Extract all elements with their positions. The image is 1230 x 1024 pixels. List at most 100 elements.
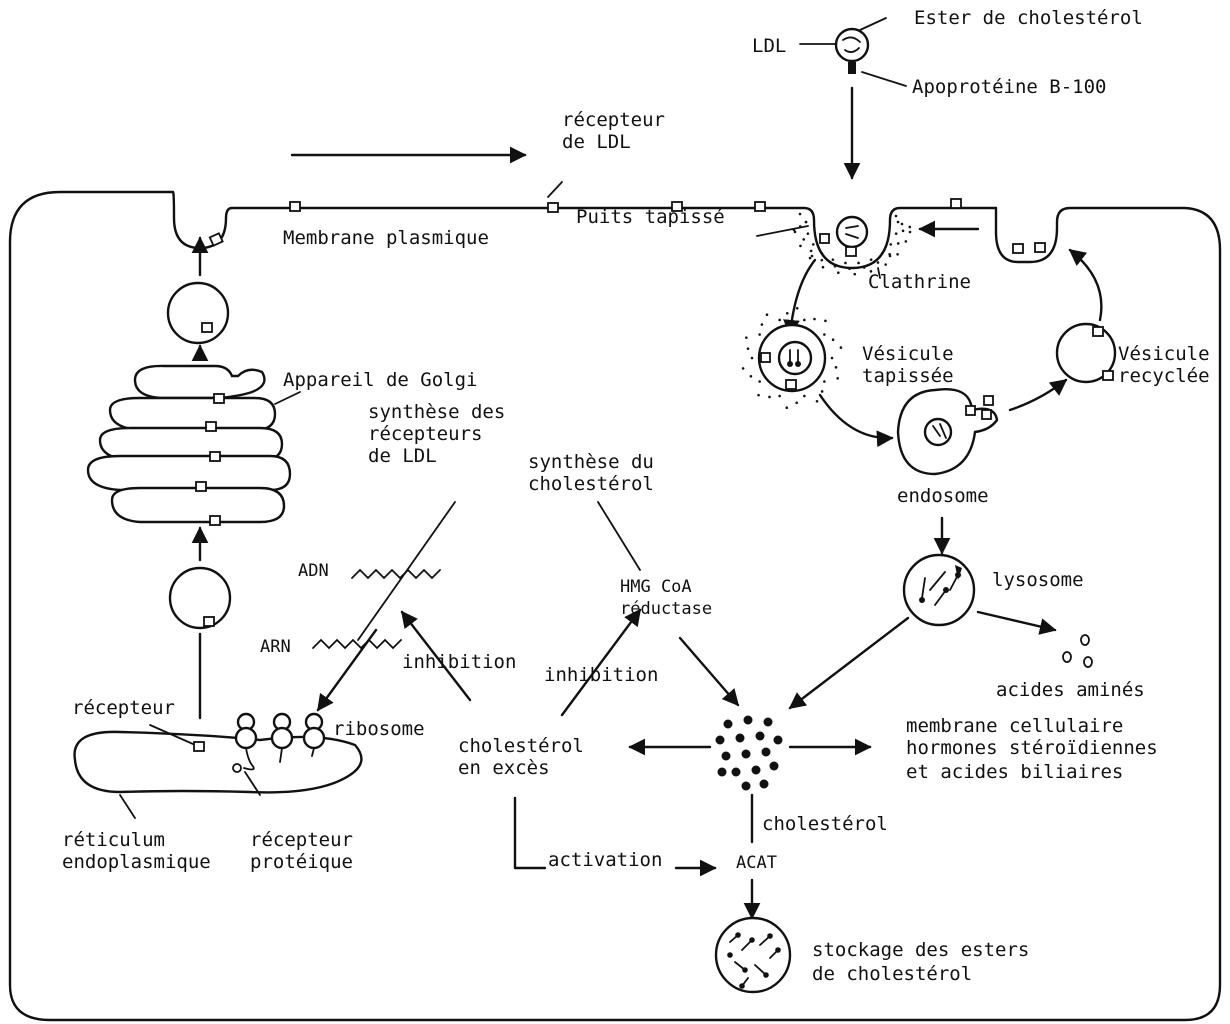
clathrin-dot (896, 242, 900, 245)
label-chol-exces-2: en excès (458, 757, 550, 779)
coat-dot (778, 394, 781, 398)
coat-dot (758, 333, 761, 336)
label-cholesterol: cholestérol (762, 813, 888, 835)
label-hmg-2: réductase (620, 599, 712, 619)
label-vesicule-tap-1: Vésicule (862, 343, 954, 365)
coat-dot (741, 367, 745, 370)
clathrin-dot (853, 272, 857, 276)
ribosomes (234, 712, 326, 750)
coat-dot (749, 375, 753, 378)
coat-dot (758, 380, 761, 383)
clathrin-dot (896, 220, 900, 224)
label-reticulum-2: endoplasmique (62, 851, 211, 873)
cholesterol-dot (735, 733, 745, 743)
dna-wave (351, 568, 441, 580)
cholesterol-dot (717, 767, 727, 777)
label-synth-chol-2: cholestérol (528, 473, 654, 495)
clathrin-dot (820, 251, 824, 255)
coated-pit-ldl (835, 215, 869, 249)
membrane-receptor (289, 201, 301, 212)
plasma-membrane (8, 190, 1222, 1022)
cholesterol-dot (721, 751, 731, 761)
membrane-receptor (547, 202, 559, 213)
clathrin-dot (862, 266, 866, 269)
coat-dot (785, 311, 789, 315)
label-vesicule-tap-2: tapissée (862, 365, 954, 387)
coat-dot (765, 313, 769, 316)
cholesterol-pool (715, 715, 783, 791)
coat-dot (824, 319, 827, 323)
coat-dot (795, 306, 799, 310)
coat-dot (830, 356, 834, 360)
cholesterol-dot (731, 767, 741, 777)
label-stockage-1: stockage des esters (812, 939, 1029, 961)
label-synth-chol-1: synthèse du (528, 451, 654, 473)
cholesterol-dot (741, 781, 751, 791)
label-inhibition-2: inhibition (544, 664, 658, 686)
rna-wave (312, 638, 402, 650)
clathrin-dot (821, 265, 825, 269)
membrane-receptor (208, 232, 224, 247)
coat-dot (746, 347, 750, 350)
label-rec-prot-1: récepteur (250, 829, 353, 851)
clathrin-dot (888, 254, 892, 258)
clathrin-dot (798, 212, 802, 216)
coat-dot (803, 318, 806, 322)
membrane-receptor (671, 201, 683, 212)
cholesterol-dot (769, 761, 779, 771)
clathrin-dot (869, 270, 873, 273)
label-acides-biliaires: et acides biliaires (906, 761, 1123, 783)
secretory-vesicle (166, 281, 230, 345)
clathrin-dot (802, 238, 806, 241)
clathrin-dot (889, 243, 892, 246)
clathrin-dot (808, 256, 812, 260)
coat-dot (820, 390, 824, 393)
clathrin-dot (812, 243, 815, 246)
label-recepteur-ldl-1: récepteur (562, 109, 665, 131)
coat-dot (834, 366, 838, 369)
cholesterol-dot (759, 779, 769, 789)
clathrin-dot (876, 261, 880, 264)
label-acides-amines: acides aminés (996, 679, 1145, 701)
cholesterol-dot (761, 747, 771, 757)
membrane-receptor (950, 198, 962, 209)
coat-dot (785, 406, 789, 410)
ldl-particle (834, 27, 870, 63)
clathrin-dot (894, 232, 898, 235)
coat-dot (813, 317, 816, 321)
coat-dot (795, 401, 799, 405)
label-hmg-1: HMG CoA (620, 577, 692, 597)
clathrin-dot (809, 249, 813, 253)
clathrin-dot (844, 261, 847, 265)
clathrin-dot (806, 232, 810, 235)
clathrin-dot (857, 261, 860, 265)
coat-dot (836, 377, 839, 380)
clathrin-dot (837, 271, 840, 275)
amino-acids (1062, 634, 1093, 668)
label-inhibition-1: inhibition (402, 651, 516, 673)
clathrin-dot (869, 258, 873, 261)
label-synth-rec-3: de LDL (368, 445, 437, 467)
membrane-receptor (754, 201, 766, 212)
clathrin-dot (900, 222, 904, 226)
coat-dot (750, 356, 754, 360)
coat-dot (757, 393, 760, 397)
ester-dot (727, 952, 733, 958)
coat-dot (831, 338, 835, 341)
label-lysosome: lysosome (992, 569, 1084, 591)
label-membrane: Membrane plasmique (283, 227, 489, 249)
label-vesicule-rec-2: recyclée (1118, 365, 1210, 387)
clathrine-dots (792, 212, 912, 276)
label-activation: activation (548, 849, 662, 871)
clathrin-dot (833, 264, 837, 268)
label-vesicule-rec-1: Vésicule (1118, 343, 1210, 365)
membrane-receptor (1012, 243, 1024, 254)
clathrin-dot (799, 244, 802, 248)
label-arn: ARN (260, 637, 291, 657)
label-stockage-2: de cholestérol (812, 963, 972, 985)
cholesterol-dot (773, 735, 783, 745)
clathrin-dot (831, 258, 835, 261)
clathrin-dot (894, 214, 898, 218)
